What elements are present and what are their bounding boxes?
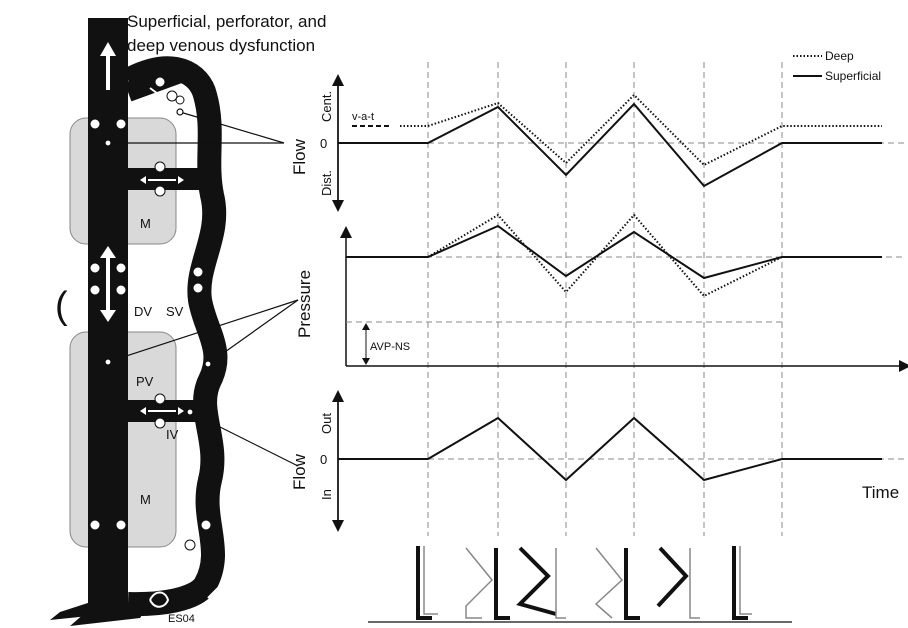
- flow-top-tick-cent: Cent.: [319, 91, 334, 122]
- flow-bottom-ylabel: Flow: [290, 453, 309, 490]
- pressure-ylabel: Pressure: [295, 270, 314, 338]
- posture-step-5: [656, 546, 700, 619]
- superficial-vein: [122, 56, 228, 617]
- flow-top-ylabel: Flow: [290, 138, 309, 175]
- flow-arrows: [100, 42, 221, 599]
- posture-step-4: [594, 547, 640, 620]
- posture-step-3: [516, 546, 566, 619]
- flow-bottom-line: [338, 416, 882, 482]
- label-code: ES04: [168, 613, 195, 625]
- flow-bottom-tick-out: Out: [319, 413, 334, 434]
- label-deep-vein: DV: [134, 304, 152, 319]
- label-muscle-upper: M: [140, 216, 151, 231]
- panel-flow-top: Flow Cent. 0 Dist. v-a-t: [290, 74, 905, 212]
- label-perforator-vein: PV: [136, 374, 154, 389]
- legend-superficial-label: Superficial: [825, 69, 881, 83]
- label-muscle-lower: M: [140, 492, 151, 507]
- pointer-lines: [104, 108, 299, 467]
- leg-anatomy: ( M DV SV PV IV M ES04: [50, 18, 299, 626]
- flow-top-tick-zero: 0: [320, 136, 327, 151]
- posture-standing-6: [732, 546, 752, 620]
- panel-flow-bottom: Flow Out 0 In Time: [290, 390, 905, 532]
- time-guides: [427, 62, 783, 536]
- label-intramuscular-vein: IV: [166, 427, 179, 442]
- vat-label: v-a-t: [352, 111, 374, 123]
- flow-bottom-tick-in: In: [319, 489, 334, 500]
- title-line-1: Superficial, perforator, and: [127, 12, 326, 31]
- valves: [89, 76, 212, 551]
- legend-deep-label: Deep: [825, 49, 854, 63]
- posture-icons: [368, 546, 792, 623]
- title-line-2: deep venous dysfunction: [127, 36, 315, 55]
- flow-top-deep: [400, 93, 882, 167]
- flow-bottom-tick-zero: 0: [320, 452, 327, 467]
- pressure-deep: [427, 213, 783, 298]
- flow-top-superficial: [338, 102, 882, 188]
- pressure-superficial: [346, 224, 882, 280]
- legend: Deep Superficial: [793, 49, 881, 83]
- panel-pressure: AVP-NS Pressure: [295, 213, 908, 372]
- label-superficial-vein: SV: [166, 304, 184, 319]
- avp-ns-label: AVP-NS: [370, 341, 410, 353]
- time-label: Time: [862, 483, 899, 502]
- posture-standing-1: [416, 546, 438, 620]
- posture-step-2: [465, 547, 510, 620]
- flow-top-tick-dist: Dist.: [319, 170, 334, 196]
- parenthesis-mark: (: [55, 285, 68, 327]
